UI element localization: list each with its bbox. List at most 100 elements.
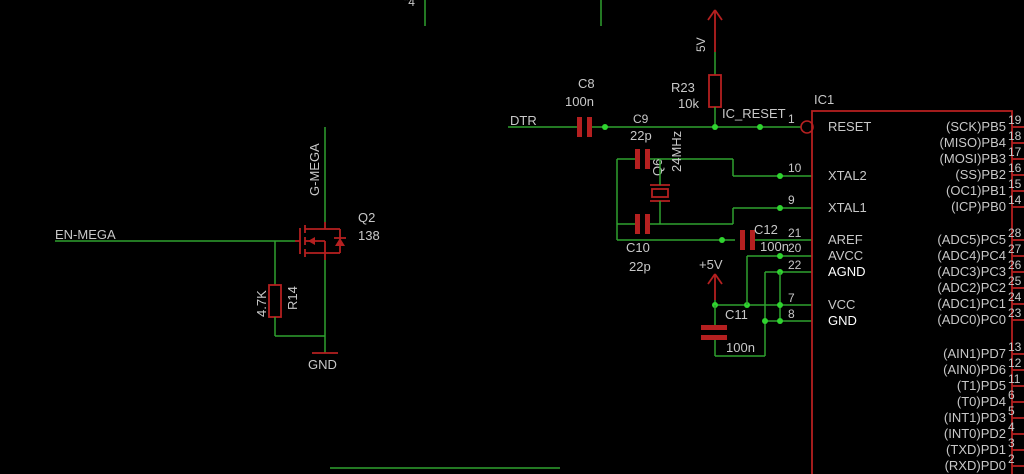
ic1-pin-number: 2 — [1008, 452, 1015, 466]
net-label-en-mega: EN-MEGA — [55, 227, 116, 242]
ic1-name: IC1 — [814, 92, 834, 107]
ic1-pin-name: (INT0)PD2 — [944, 426, 1006, 441]
junction-reset — [712, 124, 718, 130]
r23-value: 10k — [678, 96, 699, 111]
q6-crystal[interactable]: Q6 24MHz — [650, 131, 684, 202]
ic1-body[interactable] — [811, 110, 1013, 474]
ic1-pin-number: 24 — [1008, 290, 1022, 304]
ic1-pin-name: (INT1)PD3 — [944, 410, 1006, 425]
junction-gnd-pin-2 — [762, 318, 768, 324]
ic1-pin-name: (MISO)PB4 — [940, 135, 1006, 150]
ic1-pin-name: (MOSI)PB3 — [940, 151, 1006, 166]
c12-value: 100n — [760, 239, 789, 254]
r23-name: R23 — [671, 80, 695, 95]
gnd-symbol[interactable]: GND — [308, 352, 338, 372]
junction-xtal2 — [777, 173, 783, 179]
ic1-pin-number: 15 — [1008, 177, 1022, 191]
ic1-pin-name: (ADC3)PC3 — [937, 264, 1006, 279]
top-partial-mark: "4 — [404, 0, 415, 9]
ic1-pin-number: 21 — [788, 226, 802, 240]
ic1-pin-name: (ADC0)PC0 — [937, 312, 1006, 327]
ic1-pin-number: 14 — [1008, 193, 1022, 207]
c9-capacitor[interactable] — [635, 149, 650, 169]
ic1-pin-name: (ADC2)PC2 — [937, 280, 1006, 295]
supply-plus5v-label: +5V — [699, 257, 723, 272]
ic1-pin-name: XTAL1 — [828, 200, 867, 215]
supply-5v-symbol[interactable]: 5V — [694, 9, 723, 52]
ic1-pin-number: 25 — [1008, 274, 1022, 288]
ic1-pin-name: (TXD)PD1 — [946, 442, 1006, 457]
ic1-pin-number: 23 — [1008, 306, 1022, 320]
c11-capacitor[interactable]: C11 100n — [701, 307, 755, 355]
ic1-pin-name: RESET — [828, 119, 871, 134]
junction-avcc — [777, 253, 783, 259]
junction-xtal1 — [777, 205, 783, 211]
junction-gnd-pin — [777, 318, 783, 324]
r23-resistor[interactable]: R23 10k — [671, 74, 722, 111]
supply-5v-label: 5V — [694, 37, 708, 52]
c10-capacitor[interactable]: C10 22p — [626, 214, 651, 274]
ic1-pin-name: (ADC5)PC5 — [937, 232, 1006, 247]
ic1-pin-name: (ADC1)PC1 — [937, 296, 1006, 311]
supply-plus5v-symbol[interactable]: +5V — [699, 257, 723, 300]
junction-vcc-3 — [777, 302, 783, 308]
q2-value: 138 — [358, 228, 380, 243]
ic1-pin-name: (ICP)PB0 — [951, 199, 1006, 214]
r14-value: 4.7K — [254, 290, 269, 317]
c11-name: C11 — [725, 307, 748, 322]
ic1-pin-number: 28 — [1008, 226, 1022, 240]
ic1-pin-name: (ADC4)PC4 — [937, 248, 1006, 263]
c10-name: C10 — [626, 240, 650, 255]
c12-capacitor[interactable]: C12 100n — [740, 222, 789, 254]
c11-value: 100n — [726, 340, 755, 355]
c12-name: C12 — [754, 222, 778, 237]
ic1-left-pins: RESET1XTAL210XTAL19AREF21AVCC20AGND22VCC… — [788, 112, 871, 328]
ic1-pin-number: 5 — [1008, 404, 1015, 418]
ic1-pin-number: 12 — [1008, 356, 1022, 370]
c9-name: C9 — [633, 112, 649, 126]
ic1-pin-number: 18 — [1008, 129, 1022, 143]
ic1-pin-number: 7 — [788, 291, 795, 305]
ic1-pin-number: 9 — [788, 193, 795, 207]
ic1-pin-name: AREF — [828, 232, 863, 247]
r14-resistor[interactable]: 4.7K R14 — [254, 284, 300, 318]
ic1-pin-name: AGND — [828, 264, 866, 279]
ic1-pin-name: AVCC — [828, 248, 863, 263]
ic1-pin-name: GND — [828, 313, 857, 328]
junction-reset-2 — [757, 124, 763, 130]
ic1-pin-number: 19 — [1008, 113, 1022, 127]
r14-name: R14 — [285, 286, 300, 310]
ic1-pin-name: (AIN0)PD6 — [943, 362, 1006, 377]
q6-name: Q6 — [650, 159, 665, 176]
ic1-pin-number: 16 — [1008, 161, 1022, 175]
ic1-pin-name: (RXD)PD0 — [945, 458, 1006, 473]
ic1-pin-number: 8 — [788, 307, 795, 321]
ic1-pin-number: 26 — [1008, 258, 1022, 272]
ic1-pin-number: 10 — [788, 161, 802, 175]
ic1-pin-name: (SS)PB2 — [955, 167, 1006, 182]
ic1-pin-name: (T1)PD5 — [957, 378, 1006, 393]
ic1-pin-name: (T0)PD4 — [957, 394, 1006, 409]
ic1-pin-number: 17 — [1008, 145, 1022, 159]
c8-capacitor[interactable]: C8 100n — [565, 76, 595, 137]
ic1-pin-number: 11 — [1008, 372, 1021, 386]
q2-mosfet[interactable]: Q2 138 — [295, 210, 380, 260]
c10-value: 22p — [629, 259, 651, 274]
junction-gnd — [719, 237, 725, 243]
ic1-pin-name: (OC1)PB1 — [946, 183, 1006, 198]
q6-value: 24MHz — [669, 131, 684, 172]
ic1-pin-number: 22 — [788, 258, 802, 272]
c8-name: C8 — [578, 76, 595, 91]
reset-inversion-bubble — [800, 120, 814, 134]
c9-value: 22p — [630, 128, 652, 143]
ic1-pin-name: (SCK)PB5 — [946, 119, 1006, 134]
net-label-dtr: DTR — [510, 113, 537, 128]
ic1-pin-name: (AIN1)PD7 — [943, 346, 1006, 361]
q2-name: Q2 — [358, 210, 375, 225]
gnd-label: GND — [308, 357, 337, 372]
ic1-pin-number: 6 — [1008, 388, 1015, 402]
ic1-pin-number: 13 — [1008, 340, 1022, 354]
net-label-g-mega: G-MEGA — [307, 143, 322, 196]
